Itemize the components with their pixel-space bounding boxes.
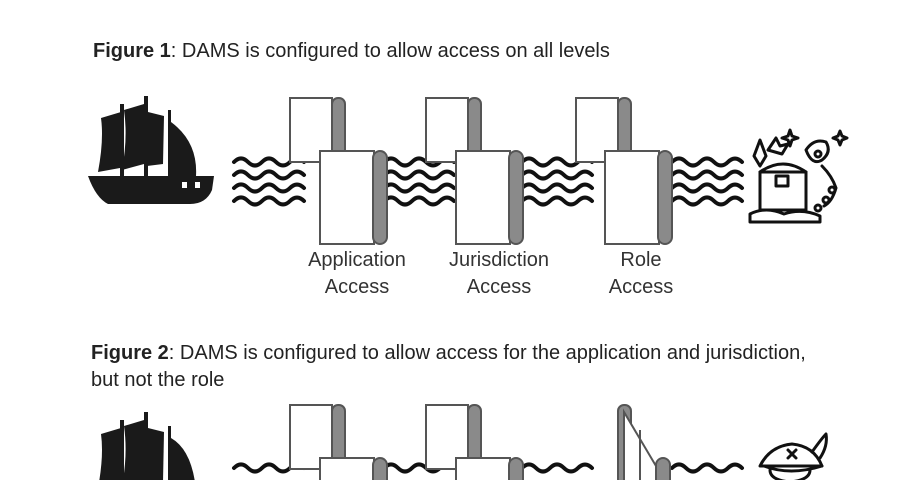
figure-1-diagram [88, 96, 849, 245]
gate-application [289, 97, 388, 245]
gate-label-line2: Access [324, 276, 390, 298]
gate-label-jurisdiction: Jurisdiction Access [434, 247, 564, 301]
gate-label-line2: Access [466, 276, 532, 298]
figure-1-text: : DAMS is configured to allow access on … [170, 40, 610, 62]
figure-1-label: Figure 1 [93, 40, 171, 62]
gate-role [575, 97, 673, 245]
gate-jurisdiction [425, 404, 524, 480]
gate-label-role: Role Access [576, 247, 706, 301]
pirate-hat-icon [758, 432, 828, 480]
figure-2-caption: Figure 2: DAMS is configured to allow ac… [91, 340, 811, 394]
gate-jurisdiction [425, 97, 524, 245]
figure-1-caption: Figure 1: DAMS is configured to allow ac… [93, 38, 610, 65]
gate-label-line1: Jurisdiction [448, 249, 550, 271]
pirate-ship-icon [99, 412, 195, 480]
gate-label-application: Application Access [292, 247, 422, 301]
pirate-ship-icon [88, 96, 214, 204]
figure-2-text: : DAMS is configured to allow access for… [91, 342, 806, 391]
figure-2-label: Figure 2 [91, 342, 169, 364]
treasure-chest-icon [748, 128, 849, 224]
gate-label-line1: Role [620, 249, 662, 271]
gate-label-line2: Access [608, 276, 674, 298]
gate-application [289, 404, 388, 480]
figure-2-diagram [99, 404, 828, 480]
gate-label-line1: Application [308, 249, 406, 271]
gate-role-closed [617, 404, 671, 480]
